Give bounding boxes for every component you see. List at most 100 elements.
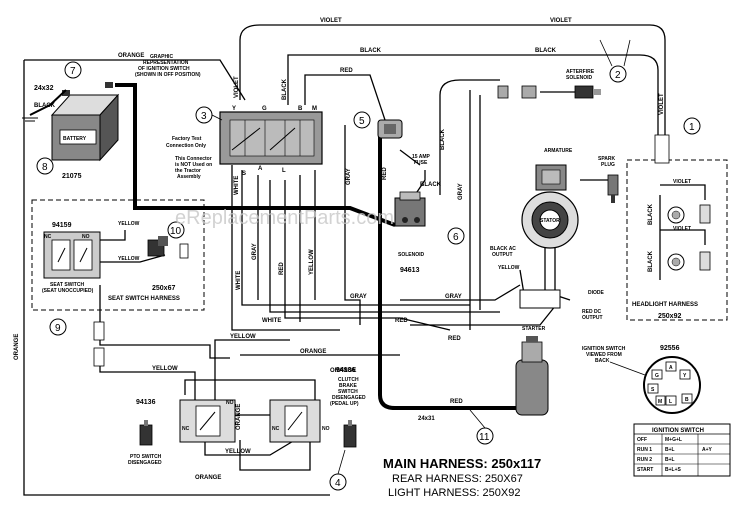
headlight-connector xyxy=(654,134,670,164)
callout-4: 4 xyxy=(335,478,341,489)
black-label-vert2: BLACK xyxy=(440,128,446,150)
ign-pin-s: S xyxy=(651,387,655,393)
part-94136-a: 94136 xyxy=(136,399,156,406)
gray-wire-2 xyxy=(269,180,500,313)
afterfire-solenoid xyxy=(497,85,601,99)
black-label-top2: BLACK xyxy=(535,48,557,54)
red-label-vert: RED xyxy=(382,167,388,180)
yellow-label-vert: GRAY xyxy=(346,168,352,185)
clutch-4: DISENGAGED xyxy=(332,395,366,401)
pto-1: PTO SWITCH xyxy=(130,454,162,460)
seat-harness-box xyxy=(31,199,205,311)
yellow-wire-low xyxy=(99,365,196,400)
ign-pin-g: G xyxy=(655,373,659,379)
violet-label-vert: VIOLET xyxy=(234,76,240,98)
red-thick-wire xyxy=(378,125,520,410)
ign-viewed-3: BACK xyxy=(595,358,610,364)
stator-label: STATOR xyxy=(540,218,560,224)
yellow-wire-seat xyxy=(100,230,126,241)
clutch-no-label: NO xyxy=(322,426,330,432)
callout-5: 5 xyxy=(359,116,365,127)
diode-label: DIODE xyxy=(588,290,605,296)
orange-wire-top xyxy=(24,59,246,101)
seat-switch-2: (SEAT UNOCCUPIED) xyxy=(42,288,94,294)
graphic-rep-4: (SHOWN IN OFF POSITION) xyxy=(135,72,201,78)
pto-2: DISENGAGED xyxy=(128,460,162,466)
ign-row-start: START xyxy=(637,467,653,473)
orange-label-3: ORANGE xyxy=(330,368,356,374)
afterfire-2: SOLENOID xyxy=(566,75,593,81)
violet-wire-hl2 xyxy=(660,229,706,245)
graphic-rep-1: GRAPHIC xyxy=(150,54,173,60)
part-94159: 94159 xyxy=(52,222,72,229)
not-used-4: Assembly xyxy=(177,174,201,180)
switch-pin-m: M xyxy=(312,106,317,112)
starter-solenoid xyxy=(394,191,426,227)
white-label-2: WHITE xyxy=(234,176,240,195)
switch-pin-b: B xyxy=(298,106,303,112)
red-label-bottom: RED xyxy=(450,399,463,405)
yellow-label-1: YELLOW xyxy=(230,334,256,340)
callout-2: 2 xyxy=(615,70,621,81)
black-ac-1: BLACK AC xyxy=(490,246,516,252)
violet-wire-hl xyxy=(660,184,706,200)
graphic-rep-3: OF IGNITION SWITCH xyxy=(138,66,190,72)
clutch-1: CLUTCH xyxy=(338,377,359,383)
afterfire-1: AFTERFIRE xyxy=(566,69,595,75)
callout-7: 7 xyxy=(70,66,76,77)
red-label-2: RED xyxy=(448,336,461,342)
battery: BATTERY xyxy=(22,82,120,162)
ignition-switch-table xyxy=(633,423,731,477)
orange-label-mid: ORANGE xyxy=(300,349,326,355)
gray-label-3: GRAY xyxy=(252,243,258,260)
harness-connector xyxy=(519,289,561,309)
yellow-seat-label: YELLOW xyxy=(118,221,140,227)
yellow-seat-label2: YELLOW xyxy=(118,256,140,262)
seat-switch-1: SEAT SWITCH xyxy=(50,282,84,288)
violet-label-right: VIOLET xyxy=(659,93,665,115)
seat-connector xyxy=(147,236,168,257)
yellow-label-4: YELLOW xyxy=(309,249,315,275)
red-dc-1: RED DC xyxy=(582,309,602,315)
clutch-3: SWITCH xyxy=(338,389,358,395)
orange-wire-left xyxy=(23,60,330,496)
battery-cable xyxy=(115,83,396,227)
ign-pin-a: A xyxy=(669,365,673,371)
orange-label-switch: ORANGE xyxy=(236,404,242,430)
yellow-stator-label: YELLOW xyxy=(498,265,520,271)
spark-2: PLUG xyxy=(601,162,615,168)
part-94136-b: 94136 xyxy=(336,367,356,374)
part-94613: 94613 xyxy=(400,267,420,274)
ign-row-start-1: B+L+S xyxy=(665,467,682,473)
clutch-5: (PEDAL UP) xyxy=(330,401,359,407)
pto-nc-label: NC xyxy=(182,426,190,432)
factory-test-2: Connection Only xyxy=(166,143,206,149)
gray-label-2: GRAY xyxy=(445,294,462,300)
battery-label: BATTERY xyxy=(63,136,87,142)
black-label-top: BLACK xyxy=(360,48,382,54)
ign-pin-b: B xyxy=(685,397,689,403)
ign-row-run1: RUN 1 xyxy=(637,447,652,453)
fuse-label-2: FUSE xyxy=(414,160,428,166)
yellow-wire-seat2 xyxy=(100,254,166,263)
fuse xyxy=(377,119,403,139)
stator xyxy=(521,164,579,249)
fuse-holder xyxy=(179,243,189,259)
orange-label-top: ORANGE xyxy=(118,53,144,59)
clutch-switch-contacts xyxy=(269,399,321,443)
black-wire-afterfire xyxy=(439,79,500,195)
switch-pin-s: S xyxy=(242,171,246,177)
pto-switch xyxy=(139,420,153,446)
part-24x31: 24x31 xyxy=(418,416,435,422)
callout-10: 10 xyxy=(170,226,182,237)
ign-pin-l: L xyxy=(669,399,672,405)
switch-pin-g: G xyxy=(262,106,267,112)
yellow-wire-loop xyxy=(214,339,290,400)
part-21075: 21075 xyxy=(62,173,82,180)
part-24x32: 24x32 xyxy=(34,85,54,92)
violet-hl-label: VIOLET xyxy=(673,179,691,185)
red-label-top: RED xyxy=(340,68,353,74)
fuse-label-1: 15 AMP xyxy=(412,154,431,160)
part-250x92: 250x92 xyxy=(658,313,681,320)
solenoid-wire xyxy=(414,170,426,196)
